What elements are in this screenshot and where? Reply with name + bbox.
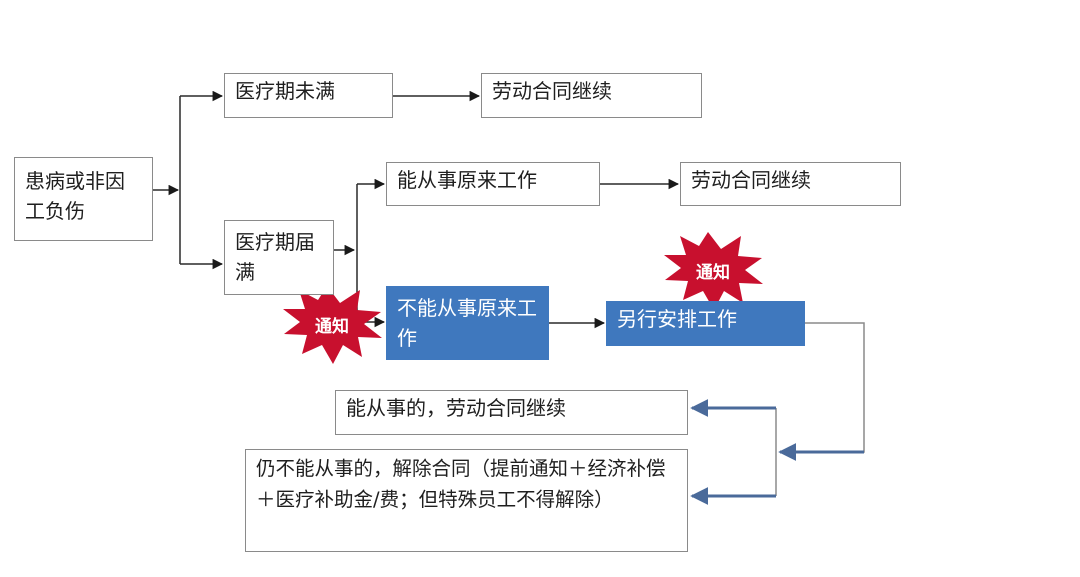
can-do-original-work-box: 能从事原来工作 [386, 162, 600, 206]
notice-label-left: 通知 [315, 317, 349, 337]
contract-continue-box-2: 劳动合同继续 [680, 162, 901, 206]
notice-burst-left [283, 286, 382, 364]
notice-burst-right [664, 232, 763, 310]
notice-label-right: 通知 [696, 263, 730, 283]
contract-continue-box-1: 劳动合同继续 [481, 73, 702, 118]
connector-cause-split [153, 96, 181, 264]
medical-period-not-full-box: 医疗期未满 [224, 73, 393, 118]
still-cannot-terminate-box: 仍不能从事的，解除合同（提前通知＋经济补偿＋医疗补助金/费；但特殊员工不得解除） [245, 449, 688, 552]
cause-box: 患病或非因工负伤 [14, 157, 153, 241]
reassign-work-box: 另行安排工作 [606, 301, 805, 346]
cannot-do-original-work-box: 不能从事原来工作 [386, 286, 549, 360]
can-do-contract-continue-box: 能从事的，劳动合同继续 [335, 390, 688, 435]
medical-period-full-box: 医疗期届满 [224, 220, 334, 295]
